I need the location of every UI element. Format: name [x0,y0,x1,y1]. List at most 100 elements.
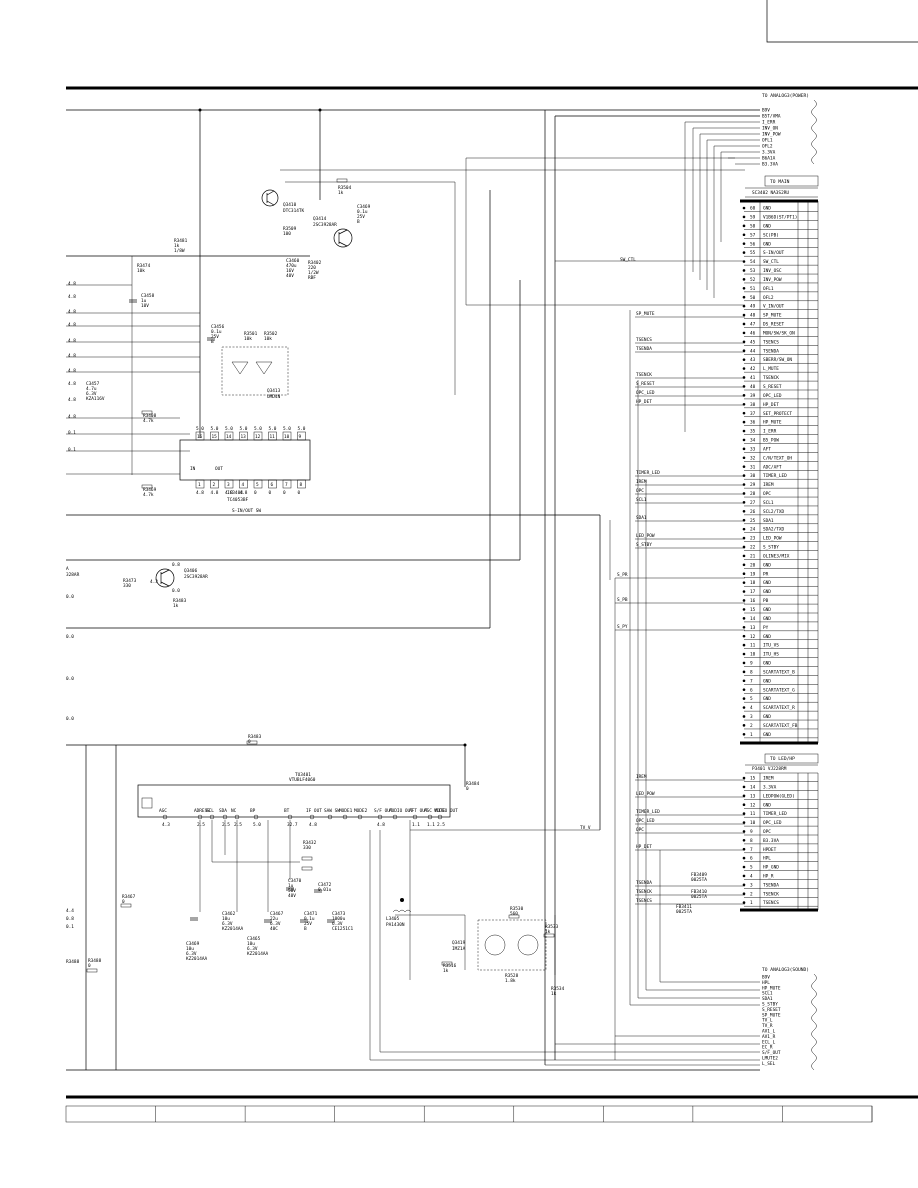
ic3404-top-pin: 14 [226,434,232,440]
main-pin-label: GND [763,206,771,212]
main-pin-label: S_STBY [763,545,779,551]
sound-connector-title: TO ANALOG3(SOUND) [762,967,809,973]
ic3404-bottom-pin: 2 [213,482,216,488]
led-pin-number: 7 [750,847,753,853]
edge-label: 0.1 [66,924,74,930]
net-label: S_RESET [636,381,655,387]
svg-text:Q3406: Q3406 [184,568,198,574]
part-value: 6.3V [332,921,343,927]
sound-pin-label: TV_R [762,1023,773,1029]
ic3404-bottom-pin: 7 [285,482,288,488]
net-label: OPC_LED [636,390,655,396]
main-pin-number: 10 [750,652,756,658]
part-value: 10k [244,336,252,342]
power-connector: TO ANALOG3(POWER) B9VB5T/VMAI_ERRINV_ONI… [762,93,817,168]
main-pin-label: PY [763,625,769,631]
transistor-q3414: Q3414 2SC3928AR [313,216,353,248]
voltage-label: 0 [283,490,286,496]
main-pin-number: 22 [750,545,756,551]
main-pin-number: 20 [750,562,756,568]
main-pin-label: ADC/AFT [763,464,782,470]
led-pin-label: OPC_LED [763,820,782,826]
part-value: 40V [286,273,294,279]
net-label: TSENCS [636,337,652,343]
svg-text:Q3413: Q3413 [267,388,281,394]
main-pin-label: OLINE3/MIX [763,553,790,559]
net-label: S_PY [617,624,628,630]
main-pin-label: C/N/TEXT_OH [763,455,792,461]
svg-text:Q3410: Q3410 [283,202,297,208]
part-value: 4.7k [143,418,154,424]
main-pin-number: 32 [750,455,756,461]
voltage-label: 5.0 [211,426,219,432]
ic3404-part: TC4053BF [227,497,249,503]
tuner-pin-label: S/F OUT [374,808,393,814]
voltage-label: 5.0 [225,426,233,432]
main-pin-label: GND [763,589,771,595]
part-value: 0 [88,963,91,969]
main-pin-number: 27 [750,500,756,506]
part-ref: R3474 [137,263,151,269]
main-pin-number: 18 [750,580,756,586]
main-pin-label: SCL2/TXD [763,509,785,515]
part-value: 1u [141,298,147,304]
led-pin-number: 14 [750,785,756,791]
part-ref: R3533 [545,924,559,930]
net-label: OPC [636,488,644,494]
voltage-label: 4.8 [211,490,219,496]
part-value: 0.1u [211,329,222,335]
power-pin-label: B9V [762,108,770,114]
main-pin-label: TIMER_LED [763,473,787,479]
part-ref: C3472 [318,882,332,888]
main-pin-label: SCARTATEXT_FB [763,723,798,729]
part-value: 6.3V [247,946,258,952]
sound-pin-label: LMUTE2 [762,1056,778,1062]
main-pin-number: 51 [750,286,756,292]
svg-text:IMZ1A: IMZ1A [452,946,466,952]
sound-pin-label: TV_L [762,1018,773,1024]
main-pin-number: 28 [750,491,756,497]
main-pin-number: 9 [750,661,753,667]
part-value: 50V [288,888,296,894]
main-pin-number: 50 [750,295,756,301]
part-value: 1k [545,929,551,935]
main-pin-label: GND [763,223,771,229]
tuner-pin-label: AGC MUTE [424,808,446,814]
voltage-label: 4.8 [68,338,76,344]
led-pin-number: 5 [750,865,753,871]
part-value: B [211,339,214,345]
main-pin-number: 5 [750,696,753,702]
part-value: 10u [247,941,255,947]
sound-pin-label: AV1_L [762,1029,776,1035]
part-ref: C3457 [86,381,100,387]
main-pin-label: ITU_HS [763,652,779,658]
ic3404-top-pin: 12 [255,434,261,440]
sound-pin-label: SCL1 [762,991,773,997]
voltage-label: 4.8 [225,490,233,496]
tuner-pin-label: BP [250,808,256,814]
led-pin-number: 6 [750,856,753,862]
ic3404-top-pin: 16 [197,434,203,440]
main-connector-title: TO MAIN [770,179,790,185]
part-ref: R3504 [338,185,352,191]
part-ref: R3501 [244,331,258,337]
led-pin-label: OPC [763,829,771,835]
main-pin-label: LED_POW [763,536,782,542]
ic3404-bottom-pin: 5 [256,482,259,488]
main-pin-number: 59 [750,215,756,221]
ic3404-top-pin: 15 [212,434,218,440]
net-label: S_STBY [636,542,652,548]
part-ref: R3402 [308,260,322,266]
voltage-label: 4.8 [68,368,76,374]
sound-pin-label: HP_MUTE [762,985,781,991]
part-value: 330 [123,583,131,589]
part-value: 1/8W [174,248,185,254]
tuner-pin-label: AGC [159,808,167,814]
part-value: 1k [551,991,557,997]
ic3404-ref: IC3404 [227,490,243,496]
voltage-label: 4.8 [309,822,317,828]
sound-pin-label: EC_R [762,1045,773,1051]
main-pin-number: 42 [750,366,756,372]
main-pin-label: SW_CTL [763,259,779,265]
edge-label: R3488 [66,959,80,965]
